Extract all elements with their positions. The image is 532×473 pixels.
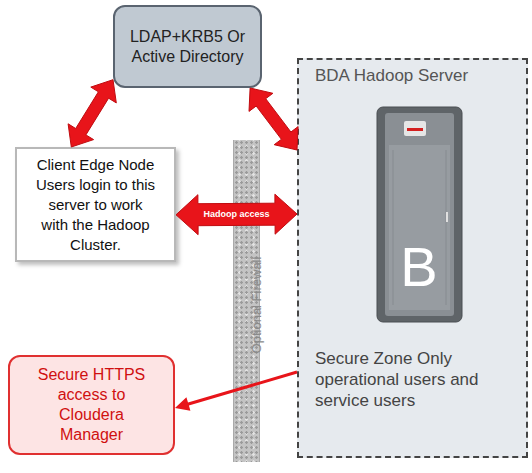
server-logo xyxy=(404,121,426,136)
firewall-band: Optional Firewall xyxy=(233,140,260,462)
server-panel xyxy=(385,113,454,316)
node-body-text: Secure Zone Only operational users and s… xyxy=(315,348,520,411)
node-text: Optional Firewall xyxy=(249,257,264,354)
node-text: LDAP+KRB5 Or Active Directory xyxy=(123,27,253,67)
grille-line xyxy=(393,150,394,305)
server-indicator xyxy=(446,212,448,222)
server-logo-stripe xyxy=(407,128,423,131)
directory-box: LDAP+KRB5 Or Active Directory xyxy=(113,5,262,88)
server-chassis xyxy=(377,107,462,322)
node-text: Secure HTTPS access to Cloudera Manager xyxy=(33,365,151,445)
https-access-box: Secure HTTPS access to Cloudera Manager xyxy=(8,355,175,455)
connector-arrow xyxy=(176,194,297,235)
server-grille xyxy=(389,145,450,310)
connector-arrow xyxy=(249,88,298,150)
client-box: Client Edge Node Users login to this ser… xyxy=(15,147,176,262)
grille-line xyxy=(446,150,447,305)
server-letter: B xyxy=(400,234,437,299)
connector-arrow xyxy=(68,80,116,147)
connector-label: Hadoop access xyxy=(203,209,269,219)
connector-arrow xyxy=(175,371,297,411)
node-text: BDA Hadoop Server xyxy=(315,66,468,86)
node-text: Client Edge Node Users login to this ser… xyxy=(34,155,158,255)
